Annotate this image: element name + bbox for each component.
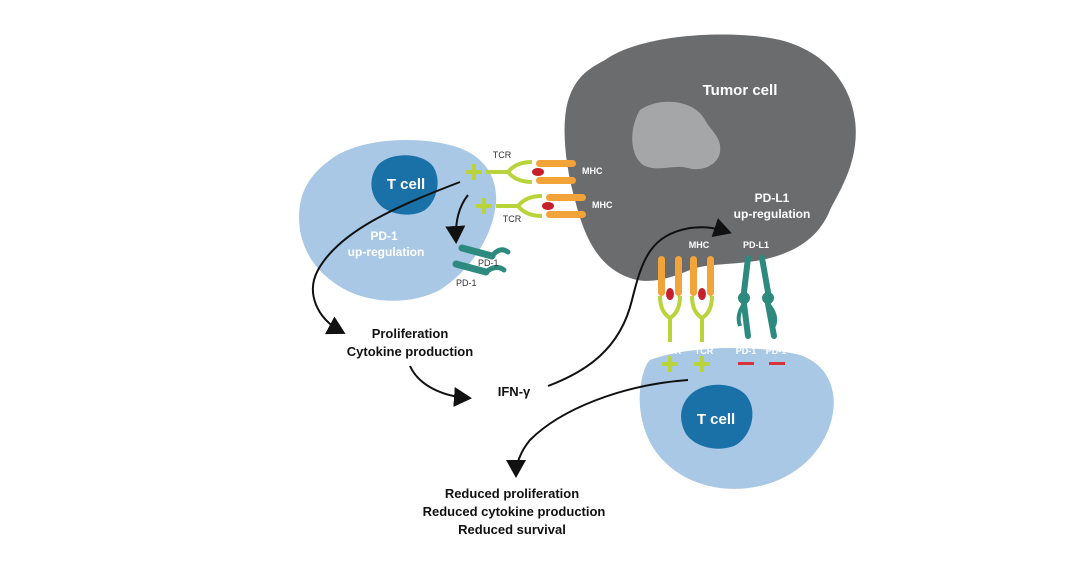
pdl1-label: PD-L1	[743, 240, 769, 250]
t-cell-bottom: T cell	[639, 348, 834, 489]
mhc-label-bottom: MHC	[689, 240, 710, 250]
pd1-receptor-icon	[765, 301, 777, 339]
tcr-receptor-icon	[494, 194, 544, 218]
t-cell-top: T cell PD-1 up-regulation	[299, 140, 497, 301]
mhc-label-1: MHC	[582, 166, 603, 176]
tumor-nucleus	[632, 101, 721, 170]
tcr-receptor-icon	[658, 294, 682, 344]
pdl1-upregulation-line1: PD-L1	[755, 191, 790, 205]
t-cell-top-label: T cell	[387, 176, 425, 193]
proliferation-label: Proliferation	[372, 326, 449, 341]
ifn-gamma-label: IFN-γ	[498, 384, 531, 399]
reduced-survival-label: Reduced survival	[458, 522, 566, 537]
pdl1-upregulation-line2: up-regulation	[734, 207, 811, 221]
tcr-label-1: TCR	[493, 150, 512, 160]
t-cell-top-body	[299, 140, 497, 301]
reduced-cytokine-label: Reduced cytokine production	[423, 504, 606, 519]
tumor-cell-label: Tumor cell	[703, 82, 778, 99]
arrow-to-reduced-effects-icon	[506, 379, 689, 478]
arrow-to-proliferation-icon	[311, 181, 461, 335]
pdl1-ligand-icon	[759, 255, 771, 295]
tumor-cell: Tumor cell PD-L1 up-regulation MHC PD-L1	[564, 34, 856, 281]
pd1-receptor-icon	[741, 301, 751, 339]
pdl1-ligand-icon	[741, 255, 751, 295]
pathway-arrows	[311, 181, 732, 478]
arrow-to-ifn-icon	[409, 365, 472, 407]
arrow-to-pd1-icon	[445, 194, 469, 244]
inhibition-minus-icon	[738, 362, 754, 365]
tcr-mhc-pair-2: TCR MHC	[476, 194, 613, 224]
tcr-label-bottom-1: TCR	[663, 346, 682, 356]
tcr-mhc-pair-1: TCR MHC	[466, 150, 603, 184]
tcr-label-bottom-2: TCR	[695, 346, 714, 356]
mhc-label-2: MHC	[592, 200, 613, 210]
pd1-label-bound-2: PD-1	[766, 346, 787, 356]
pd1-label-free-1: PD-1	[478, 258, 499, 268]
pd1-label-free-2: PD-1	[456, 278, 477, 288]
arrow-to-pdl1-icon	[547, 218, 732, 387]
mhc-tcr-pair-bottom-2: TCR	[690, 256, 714, 372]
cytokine-production-label: Cytokine production	[347, 344, 473, 359]
pdl1-pd1-pair-2: PD-1	[759, 255, 787, 365]
free-pd1-molecules: PD-1 PD-1	[452, 244, 511, 288]
t-cell-bottom-label: T cell	[697, 411, 735, 428]
t-cell-bottom-nucleus	[681, 384, 753, 449]
tcr-label-2: TCR	[503, 214, 522, 224]
inhibition-minus-icon	[769, 362, 785, 365]
reduced-proliferation-label: Reduced proliferation	[445, 486, 579, 501]
pd1-upregulation-line1: PD-1	[370, 229, 398, 243]
t-cell-top-nucleus	[371, 155, 438, 215]
pd1-label-bound-1: PD-1	[736, 346, 757, 356]
mhc-tcr-pair-bottom-1: TCR	[658, 256, 682, 372]
pd1-upregulation-line2: up-regulation	[348, 245, 425, 259]
tcr-receptor-icon	[690, 294, 714, 344]
tcr-receptor-icon	[484, 160, 534, 184]
pdl1-pd1-pair-1: PD-1	[736, 255, 757, 365]
